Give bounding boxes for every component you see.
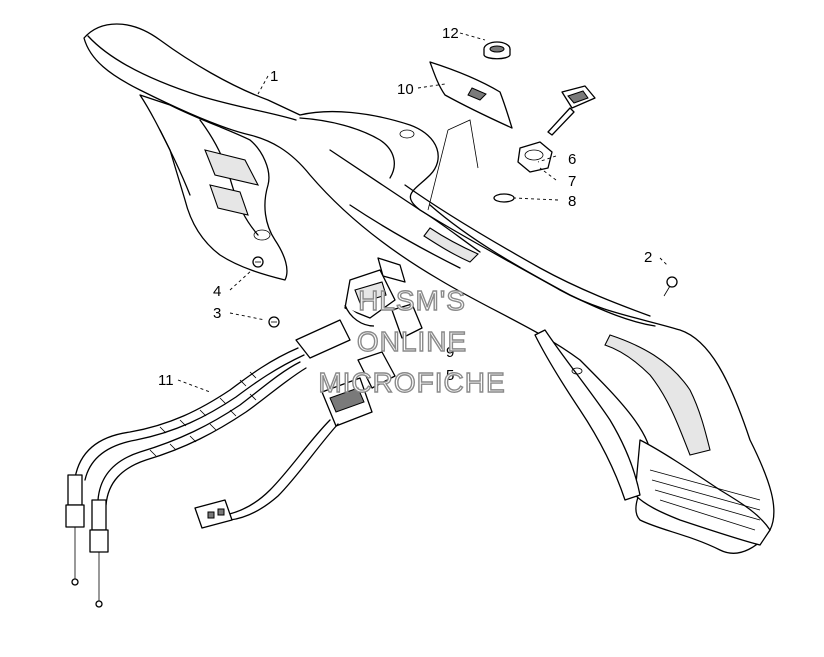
screw-icon: [268, 316, 280, 328]
callout-10: 10: [397, 81, 414, 98]
callout-12: 12: [442, 25, 459, 42]
throttle-cable: [65, 319, 351, 608]
watermark-line-2: ONLINE: [357, 326, 467, 357]
grommet: [483, 41, 511, 60]
callout-1: 1: [270, 68, 278, 85]
watermark-line-3: MICROFICHE: [318, 367, 505, 398]
switch-nut: [517, 141, 553, 173]
callout-5: 5: [446, 367, 454, 384]
callout-2: 2: [644, 249, 652, 266]
throttle-switch: [321, 351, 396, 427]
callout-4: 4: [213, 283, 221, 300]
handlebar-housing: [83, 23, 775, 554]
callout-3: 3: [213, 305, 221, 322]
callout-6: 6: [568, 151, 576, 168]
callout-9: 9: [446, 344, 454, 361]
key: [547, 85, 596, 136]
screw-icon: [663, 276, 678, 297]
callout-11: 11: [158, 372, 174, 389]
callout-8: 8: [568, 193, 576, 210]
callout-7: 7: [568, 173, 576, 190]
wire-harness: [194, 419, 339, 529]
washer: [493, 193, 515, 203]
watermark-line-1: HLSM'S: [358, 285, 466, 316]
ignition-switch: [344, 257, 423, 339]
screw-icon: [252, 256, 264, 268]
